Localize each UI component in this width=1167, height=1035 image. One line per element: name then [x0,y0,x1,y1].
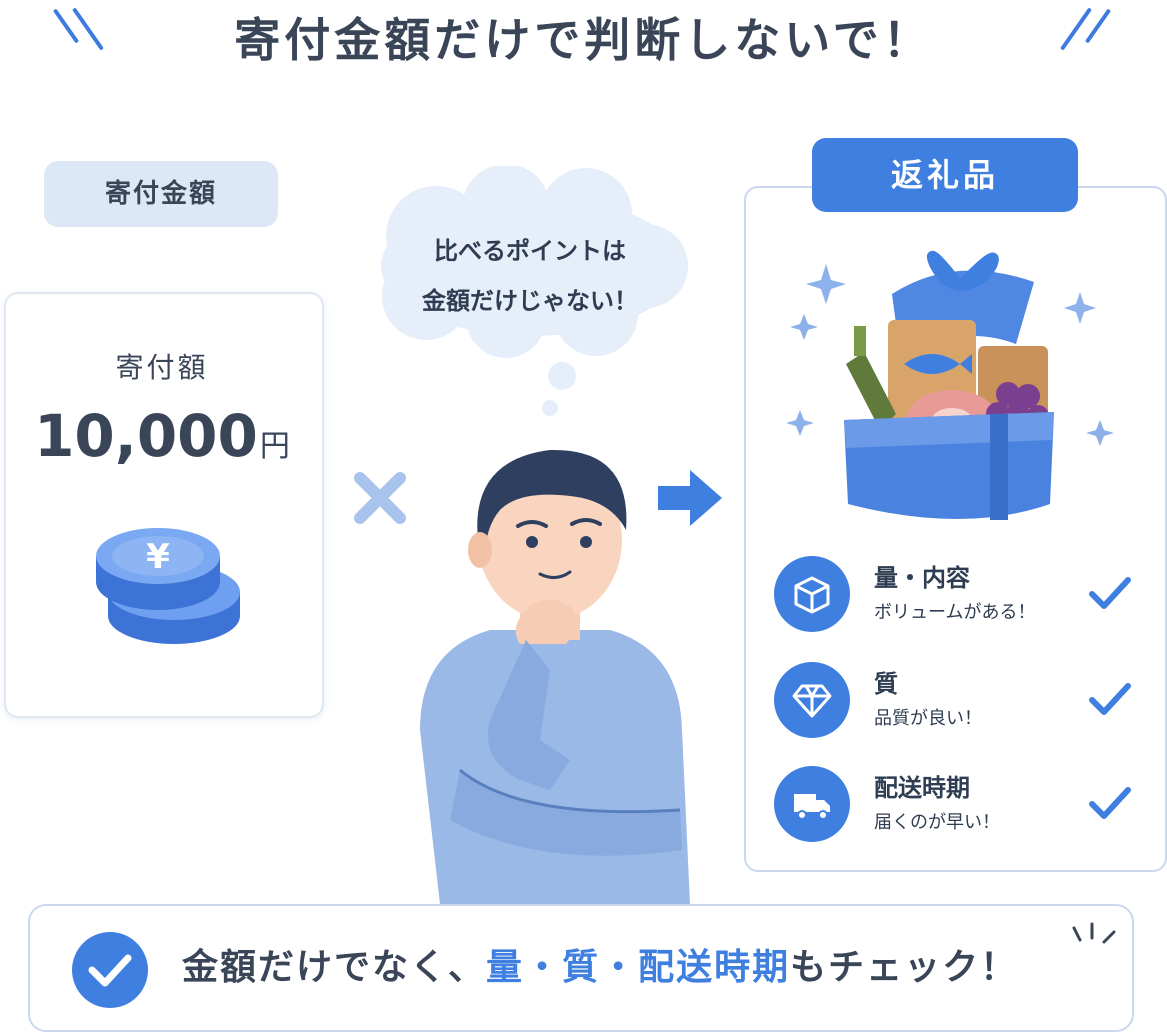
bubble-line-1: 比べるポイントは [434,237,626,265]
page-title: 寄付金額だけで判断しないで！ [234,13,933,67]
feature-volume-desc: ボリュームがある！ [874,602,1036,623]
arrow-right-icon [658,470,722,526]
banner-separator-1: ・ [524,947,563,988]
banner-highlight-delivery: 配送時期 [638,947,791,988]
banner-highlight-volume: 量 [486,947,525,988]
thought-bubble [381,166,688,416]
amount-tag: 寄付金額 [44,161,278,227]
check-icon [1089,577,1131,609]
truck-icon [794,794,830,820]
feature-volume: 量・内容 ボリュームがある！ [774,556,1154,636]
thought-bubble-text: 比べるポイントは 金額だけじゃない！ [380,226,680,326]
emphasis-marks-icon [1072,922,1116,944]
feature-volume-title: 量・内容 [874,564,970,592]
check-icon [1089,787,1131,819]
feature-quality-circle [774,662,850,738]
diamond-icon [792,684,832,718]
feature-delivery-title: 配送時期 [874,774,970,802]
check-icon [1089,683,1131,715]
feature-quality-desc: 品質が良い！ [874,708,982,729]
yen-coins-icon: ¥ [96,528,240,644]
amount-card [4,292,324,718]
feature-delivery-circle [774,766,850,842]
feature-delivery: 配送時期 届くのが早い！ [774,766,1154,846]
banner-highlight-quality: 質 [562,947,601,988]
amount-value-wrap: 10,000円 [4,402,320,470]
amount-label: 寄付額 [115,351,209,384]
feature-delivery-desc: 届くのが早い！ [874,812,1000,833]
bottom-banner [28,904,1134,1032]
feature-quality-title: 質 [874,670,898,698]
svg-text:¥: ¥ [146,537,170,577]
check-circle-icon [72,932,148,1008]
banner-separator-2: ・ [600,947,639,988]
banner-text: 金額だけでなく、量・質・配送時期もチェック！ [182,938,1018,990]
banner-suffix: もチェック！ [790,947,1019,988]
bubble-line-2: 金額だけじゃない！ [422,287,638,315]
banner-prefix: 金額だけでなく、 [182,947,487,988]
multiply-icon [354,472,406,524]
gift-box-illustration [786,250,1114,520]
feature-quality: 質 品質が良い！ [774,662,1154,742]
box-icon [794,576,830,614]
thinking-person-illustration [420,449,690,904]
feature-volume-circle [774,556,850,632]
amount-value: 10,000 [34,402,258,470]
reward-tag: 返礼品 [812,138,1078,212]
amount-unit: 円 [259,429,290,464]
